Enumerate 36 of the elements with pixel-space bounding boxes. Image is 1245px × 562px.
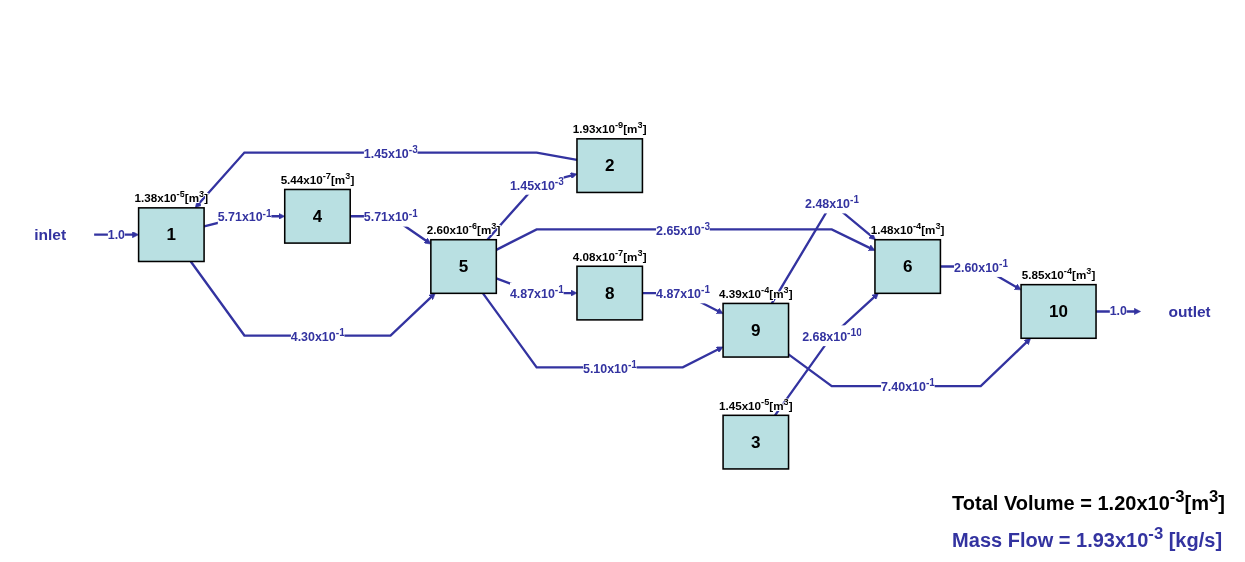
arrow: [774, 293, 879, 417]
edge-label: 1.45x10$^{-3}$: [363, 143, 418, 161]
edge-label: 2.60x10$^{-1}$: [954, 257, 1009, 275]
volume-label: 2.60x10$^{-6}$[m$^{3}$]: [426, 221, 501, 237]
node-box: 8: [576, 265, 644, 322]
volume-label: 4.08x10$^{-7}$[m$^{3}$]: [572, 248, 647, 264]
node-box: 6: [874, 239, 942, 295]
node-box: 9: [722, 303, 790, 359]
edge-label: 5.71x10$^{-1}$: [217, 207, 272, 225]
edge-label: 2.65x10$^{-3}$: [656, 220, 711, 238]
node-text: outlet: [1168, 303, 1211, 321]
edge-label: 1.0: [107, 228, 126, 242]
note-text: Total Volume = 1.20x10$^{-3}$[m$^{3}$]: [952, 486, 1225, 515]
note-text: Mass Flow = 1.93x10$^{-3}$ [kg/s]: [952, 524, 1224, 552]
edge-label: 4.87x10$^{-1}$: [656, 284, 711, 302]
volume-label: 5.44x10$^{-7}$[m$^{3}$]: [280, 171, 355, 187]
node-box: 3: [722, 414, 790, 471]
node-box: 5: [430, 239, 498, 295]
edge-label: 5.10x10$^{-1}$: [582, 358, 638, 376]
node-box: 2: [576, 138, 644, 194]
volume-label: 1.48x10$^{-4}$[m$^{3}$]: [870, 221, 945, 237]
edge-label: 2.68x10$^{-10}$: [802, 327, 863, 344]
edge-label: 1.0: [1109, 304, 1127, 319]
node-box: 1: [137, 207, 205, 263]
node-box: 10: [1020, 284, 1097, 340]
edge-label: 2.48x10$^{-1}$: [805, 194, 860, 212]
volume-label: 1.93x10$^{-9}$[m$^{3}$]: [572, 120, 647, 136]
edge-label: 5.71x10$^{-1}$: [363, 207, 418, 225]
edge-label: 4.30x10$^{-1}$: [290, 326, 345, 344]
volume-label: 1.38x10$^{-5}$[m$^{3}$]: [134, 189, 209, 205]
edge-label: 4.87x10$^{-1}$: [509, 284, 565, 302]
node-box: 4: [283, 189, 351, 245]
volume-label: 5.85x10$^{-4}$[m$^{3}$]: [1021, 266, 1096, 282]
edge-label: 1.45x10$^{-3}$: [509, 175, 565, 193]
node-text: inlet: [34, 226, 67, 244]
edge-label: 7.40x10$^{-1}$: [880, 377, 936, 395]
